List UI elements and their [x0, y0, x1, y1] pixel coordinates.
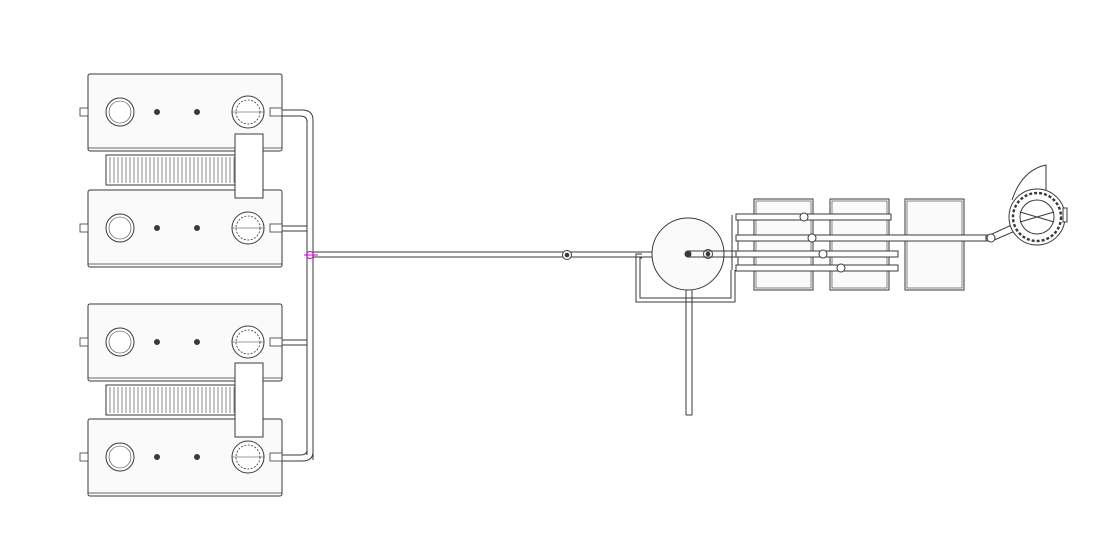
- heat-exchanger-fins: [109, 157, 235, 183]
- filter-valve: [818, 249, 828, 259]
- filter-valve: [799, 212, 809, 222]
- filter-unit: [904, 198, 965, 291]
- separator-piping: [635, 215, 755, 416]
- filter-header-pipes: [735, 213, 987, 272]
- filter-valve: [807, 233, 817, 243]
- tank-side-valve: [79, 107, 283, 233]
- filter-unit: [829, 198, 890, 291]
- tank-nozzle: [154, 109, 160, 115]
- tank-nozzle: [194, 109, 200, 115]
- main-transfer-line: [313, 251, 655, 258]
- tank-nozzle: [194, 225, 200, 231]
- heat-exchanger: [105, 133, 264, 199]
- blower-fan: [1008, 164, 1068, 246]
- heat-exchanger: [105, 362, 264, 438]
- tank-nozzle: [194, 454, 200, 460]
- tank-bank-upper: [79, 73, 283, 268]
- filter-bank: [753, 198, 965, 291]
- tank-side-valve: [79, 337, 283, 462]
- junction-marker: [304, 251, 318, 259]
- tank-nozzle: [154, 339, 160, 345]
- tank-nozzle: [154, 454, 160, 460]
- tank-manhole: [105, 213, 135, 243]
- heat-exchanger-fins: [109, 387, 235, 413]
- tank-nozzle: [154, 225, 160, 231]
- separator-vessel: [651, 217, 725, 291]
- blower-inlet-duct: [964, 221, 1023, 243]
- filter-valves: [799, 212, 846, 273]
- tank-manhole: [105, 442, 135, 472]
- tank-manhole: [105, 97, 135, 127]
- tank-nozzle: [194, 339, 200, 345]
- filter-valve: [836, 263, 846, 273]
- inline-valve: [562, 250, 572, 260]
- tank-manhole: [105, 327, 135, 357]
- tank-bank-lower: [79, 303, 283, 497]
- manifold-piping: [282, 109, 314, 462]
